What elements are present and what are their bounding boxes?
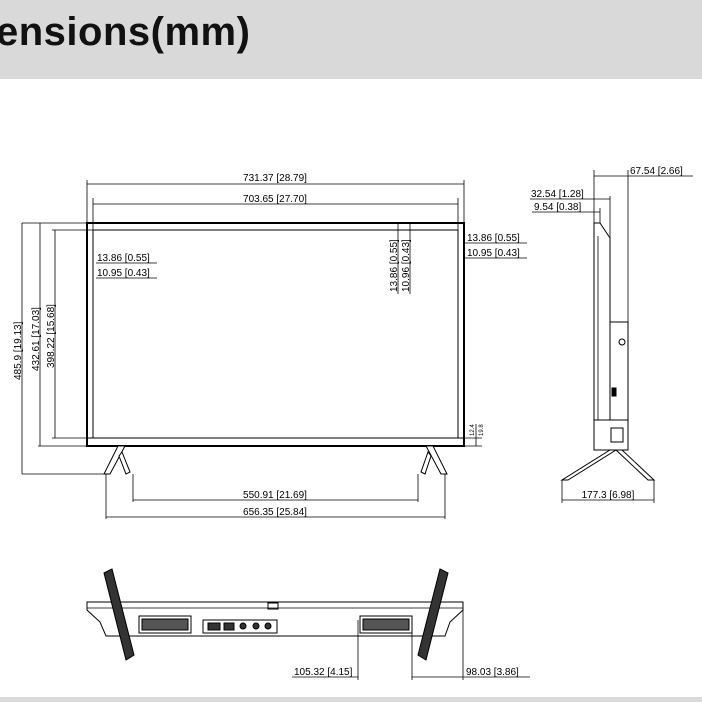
side-back-housing (609, 321, 629, 421)
top-bezel-a-label: 13.86 [0.55] (389, 239, 400, 292)
side-port-icon (618, 338, 626, 346)
top-bezel-b-label: 10.96 [0.43] (401, 239, 412, 292)
left-bezel-side-label: 10.95 [0.43] (97, 268, 150, 279)
footer-rule (0, 697, 702, 702)
hdmi-port-icon (207, 622, 221, 631)
height-with-stand-label: 485.9 [19.13] (13, 321, 24, 380)
screen-height-label: 398.22 [15.68] (46, 304, 57, 368)
bottom-view: 105.32 [4.15] 98.03 [3.86] (86, 568, 530, 680)
right-stand-brace (420, 450, 432, 475)
right-speaker-mesh (362, 618, 410, 631)
left-offset-label: 105.32 [4.15] (294, 667, 353, 678)
stand-spacing-label: 550.91 [21.69] (243, 490, 307, 501)
header-bar: ensions(mm) (0, 0, 702, 79)
depth-panel-label: 32.54 [1.28] (531, 189, 584, 200)
left-stand-brace (118, 450, 131, 475)
bottom-center-notch (267, 602, 279, 610)
tv-front-outer-frame (86, 222, 465, 447)
stand-width-label: 656.35 [25.84] (243, 507, 307, 518)
front-view: 731.37 [28.79] 703.65 [27.70] 13.86 [0.5… (13, 173, 527, 519)
right-bezel-side-label: 10.95 [0.43] (467, 248, 520, 259)
side-button-icon (611, 387, 617, 397)
right-stand-foot (417, 568, 449, 661)
screen-width-label: 703.65 [27.70] (243, 194, 307, 205)
antenna-port-icon (264, 622, 272, 630)
side-panel (593, 222, 611, 451)
depth-bezel-label: 9.54 [0.38] (534, 202, 581, 213)
left-speaker-mesh (141, 618, 189, 631)
left-stand-foot (103, 568, 135, 661)
depth-total-label: 67.54 [2.66] (630, 166, 683, 177)
side-view: 67.54 [2.66] 32.54 [1.28] 9.54 [0.38] 17… (530, 166, 693, 503)
audio-port-icon (239, 622, 247, 630)
page-title: ensions(mm) (0, 10, 251, 54)
overall-width-label: 731.37 [28.79] (243, 173, 307, 184)
bottom-bezel-a-label: 12.4 (470, 424, 476, 436)
usb-port-icon (223, 622, 235, 631)
right-stand-leg (425, 445, 448, 475)
bottom-bezel-b-label: 19.8 (479, 424, 485, 436)
right-bezel-top-label: 13.86 [0.55] (467, 233, 520, 244)
side-mount-bracket (610, 427, 624, 443)
stand-depth-label: 177.3 [6.98] (582, 490, 635, 501)
side-stand-rear-foot (614, 449, 656, 481)
right-offset-label: 98.03 [3.86] (466, 667, 519, 678)
av-port-icon (252, 622, 260, 630)
side-stand-front-foot (560, 449, 618, 481)
overall-height-label: 432.61 [17.03] (31, 307, 42, 371)
left-bezel-top-label: 13.86 [0.55] (97, 253, 150, 264)
